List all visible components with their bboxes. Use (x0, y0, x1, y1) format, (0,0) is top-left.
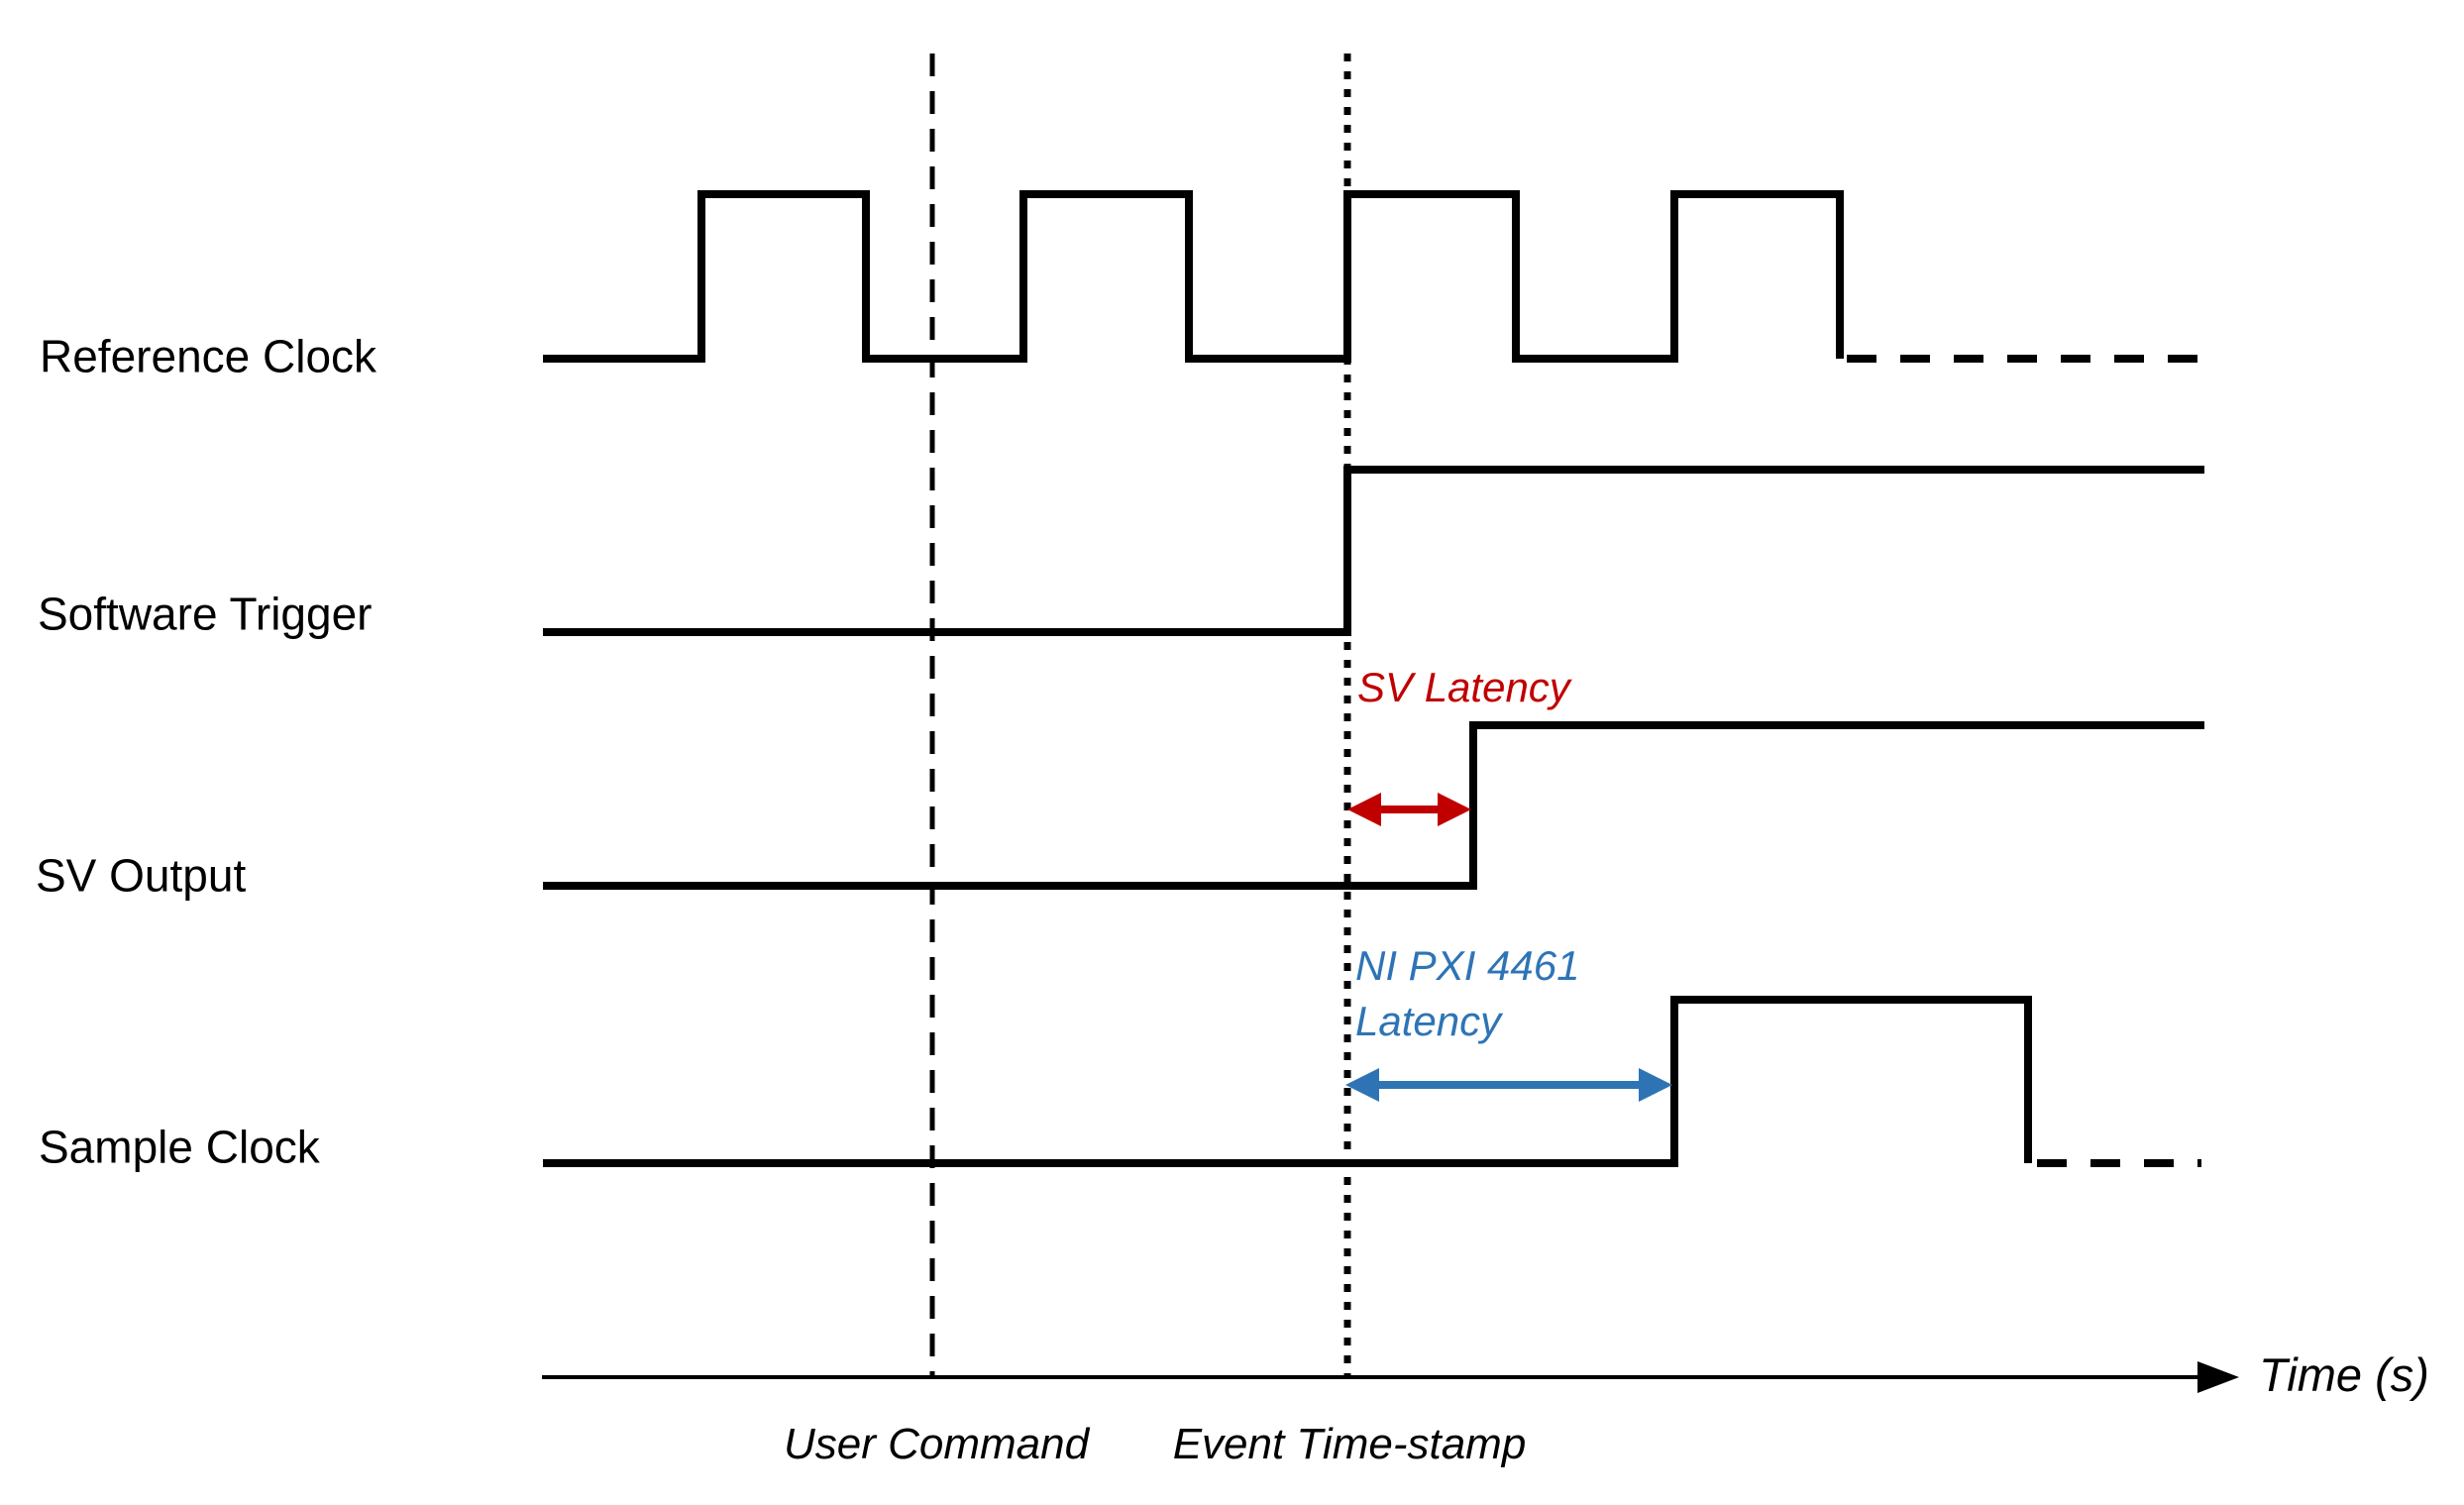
marker-caption-event-time-stamp: Event Time-stamp (1172, 1419, 1527, 1468)
annotation-ni-pxi-4461-latency: NI PXI 4461 Latency (1355, 938, 1579, 1049)
signal-label-software-trigger: Software Trigger (38, 588, 373, 640)
ni-pxi-4461-latency-arrow-right-head (1639, 1068, 1672, 1102)
ni-pxi-4461-latency-arrow-left-head (1345, 1068, 1379, 1102)
marker-caption-user-command: User Command (783, 1419, 1090, 1468)
annotation-line-2: Latency (1355, 998, 1502, 1044)
waveform-software-trigger (543, 466, 2204, 636)
sv-latency-arrow-left-head (1347, 793, 1381, 826)
waveform-sample-clock (543, 996, 2032, 1167)
signal-label-sample-clock: Sample Clock (39, 1121, 320, 1173)
signal-label-sv-output: SV Output (36, 849, 247, 902)
time-axis-label: Time (s) (2259, 1348, 2429, 1402)
waveform-reference-clock (543, 190, 1844, 363)
annotation-sv-latency: SV Latency (1357, 663, 1570, 710)
sv-latency-arrow-right-head (1438, 793, 1471, 826)
time-axis-arrowhead (2197, 1361, 2239, 1393)
waveform-sv-output (543, 721, 2204, 890)
annotation-line-1: NI PXI 4461 (1355, 942, 1580, 989)
signal-label-reference-clock: Reference Clock (40, 330, 377, 382)
